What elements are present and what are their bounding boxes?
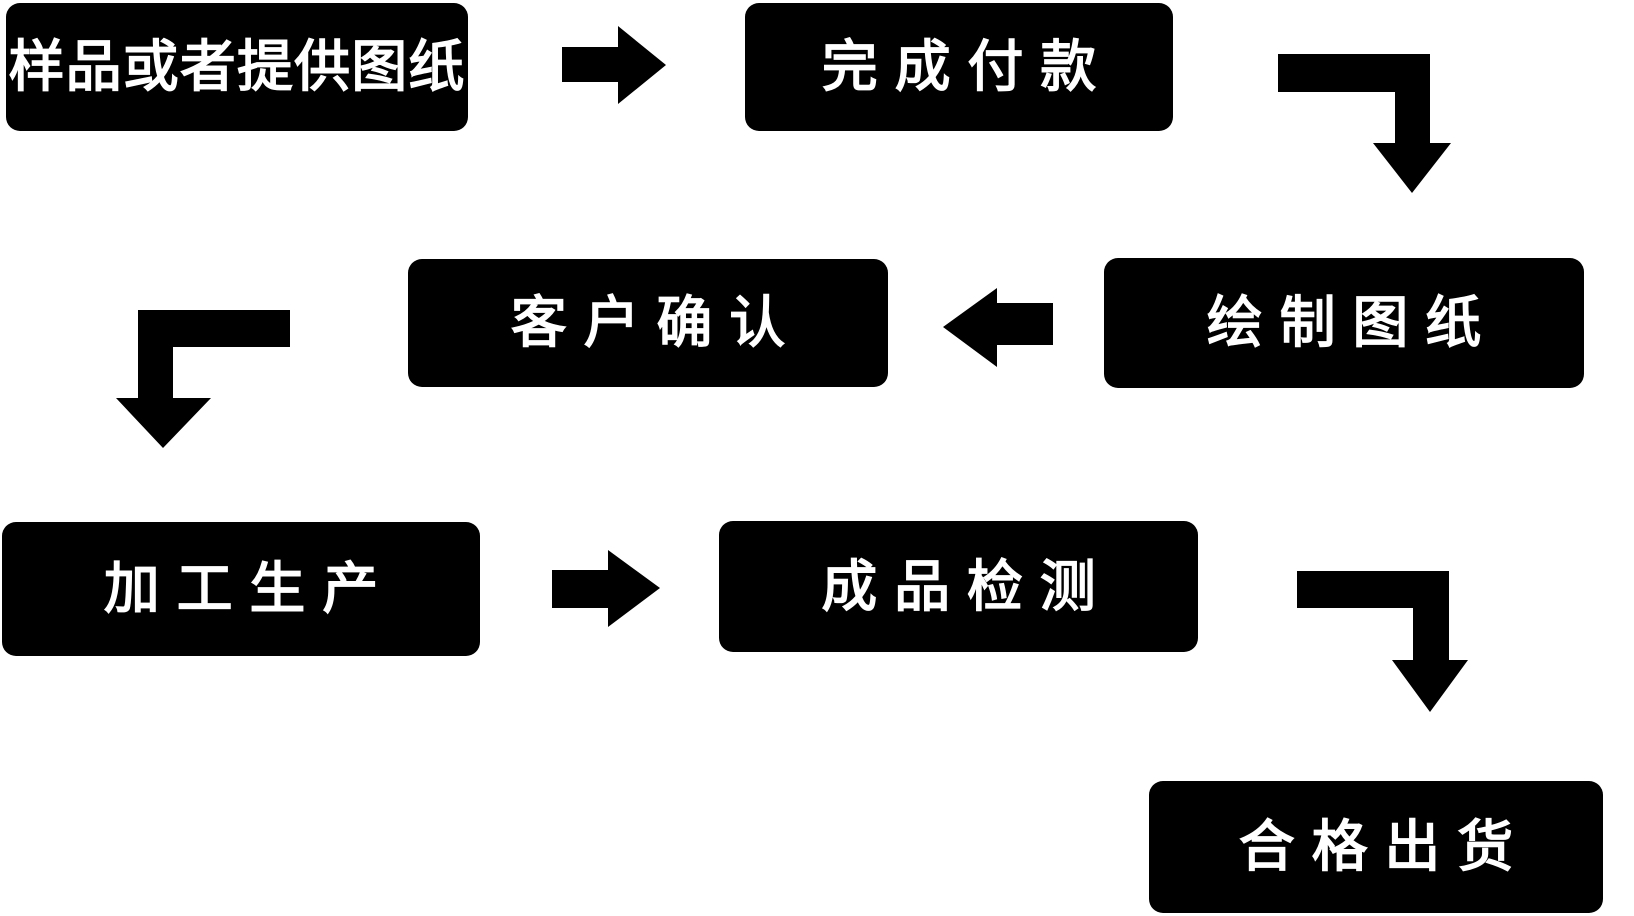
flow-node-product-inspection: 成品检测	[719, 521, 1198, 652]
flow-node-label: 合格出货	[1238, 815, 1530, 878]
flow-node-label: 样品或者提供图纸	[8, 35, 466, 98]
flow-node-label: 完成付款	[821, 35, 1113, 98]
flow-node-label: 加工生产	[103, 557, 395, 620]
arrow-turn-left-down-icon	[116, 310, 290, 448]
flow-node-qualified-shipment: 合格出货	[1149, 781, 1603, 913]
arrow-left-icon	[943, 288, 1053, 367]
flow-node-label: 客户确认	[510, 291, 802, 354]
flow-node-draw-drawings: 绘制图纸	[1104, 258, 1584, 388]
arrow-right-icon	[562, 26, 666, 104]
arrow-turn-right-down-icon	[1278, 54, 1451, 193]
arrow-right-icon	[552, 550, 660, 627]
flow-node-sample-or-drawings: 样品或者提供图纸	[6, 3, 468, 131]
flow-node-label: 成品检测	[821, 554, 1113, 618]
flow-node-customer-confirmation: 客户确认	[408, 259, 888, 387]
arrow-turn-right-down-icon	[1297, 571, 1468, 712]
flow-node-processing-production: 加工生产	[2, 522, 480, 656]
flow-node-label: 绘制图纸	[1206, 291, 1498, 354]
flow-node-complete-payment: 完成付款	[745, 3, 1173, 131]
